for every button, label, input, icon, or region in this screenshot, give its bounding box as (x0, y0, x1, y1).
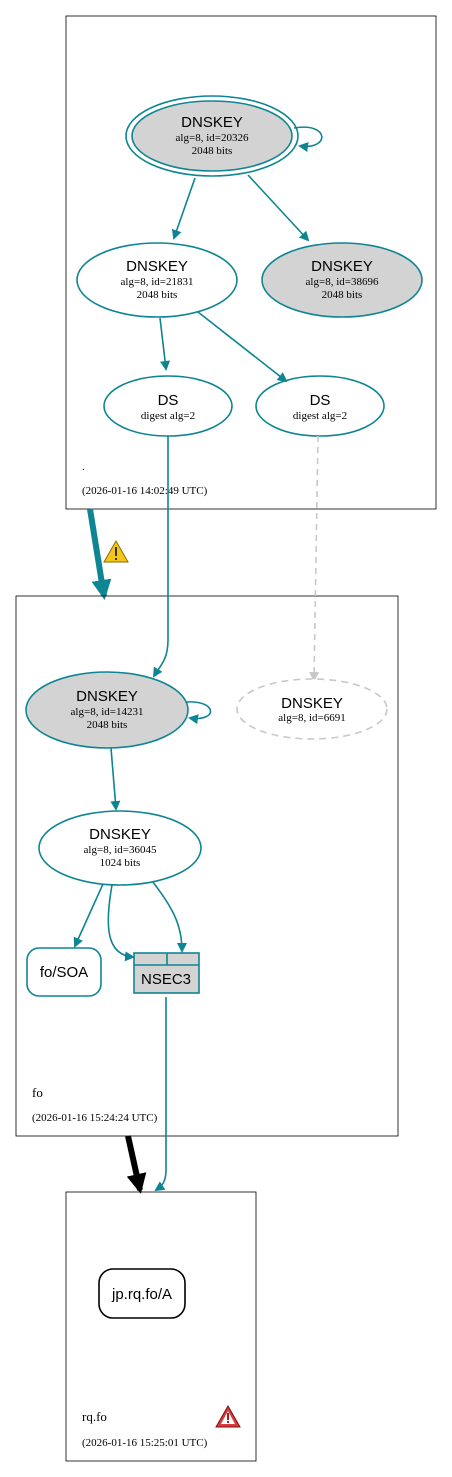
node-title: DS (158, 392, 179, 409)
node-title: DNSKEY (126, 258, 188, 275)
rrset-node-fo-soa[interactable]: fo/SOA (26, 947, 102, 997)
error-triangle-icon[interactable] (215, 1404, 241, 1428)
edge-ds2-to-fo-missing (309, 435, 320, 682)
zone-root-box (65, 15, 437, 510)
node-detail: digest alg=2 (141, 410, 195, 422)
zone-rqfo-name: rq.fo (82, 1409, 107, 1424)
edge-ds1-to-fo-ksk (152, 436, 169, 678)
node-label: fo/SOA (40, 964, 88, 981)
edge-zsk-to-nsec3-left (107, 884, 135, 962)
node-label: NSEC3 (141, 971, 191, 988)
delegation-edge-root-fo (87, 508, 112, 600)
node-title: DNSKEY (89, 826, 151, 843)
node-title: DNSKEY (76, 688, 138, 705)
dnskey-node-38696[interactable]: DNSKEY alg=8, id=38696 2048 bits (261, 242, 423, 318)
zone-root-name: . (82, 459, 85, 473)
zone-rqfo-box (65, 1191, 257, 1462)
zone-fo-timestamp: (2026-01-16 15:24:24 UTC) (32, 1112, 158, 1124)
node-detail: 2048 bits (87, 719, 128, 731)
node-detail: 2048 bits (322, 289, 363, 301)
zone-root: DNSKEY alg=8, id=20326 2048 bits DNSKEY … (65, 15, 437, 510)
edge-ksk-to-zsk1 (171, 177, 196, 240)
ds-node-2[interactable]: DS digest alg=2 (255, 375, 385, 437)
self-sign-edge (293, 126, 323, 153)
dnskey-node-36045[interactable]: DNSKEY alg=8, id=36045 1024 bits (38, 810, 202, 886)
self-sign-edge (185, 701, 212, 725)
node-title: DNSKEY (181, 114, 243, 131)
edge-fo-ksk-to-zsk (110, 747, 121, 811)
node-detail: 2048 bits (137, 289, 178, 301)
node-detail: 2048 bits (192, 145, 233, 157)
warning-triangle-icon[interactable] (103, 539, 129, 563)
node-detail: digest alg=2 (293, 410, 347, 422)
node-detail: alg=8, id=6691 (278, 712, 345, 724)
delegation-edge-fo-rqfo (125, 1135, 147, 1194)
node-title: DS (310, 392, 331, 409)
edge-nsec3-to-rqfo (154, 997, 167, 1192)
ds-node-1[interactable]: DS digest alg=2 (103, 375, 233, 437)
zone-rqfo-timestamp: (2026-01-16 15:25:01 UTC) (82, 1437, 208, 1449)
edge-zsk-to-nsec3-top (152, 881, 187, 953)
node-detail: 1024 bits (100, 857, 141, 869)
zone-fo-name: fo (32, 1085, 43, 1100)
node-title: DNSKEY (281, 695, 343, 712)
zone-fo: DNSKEY alg=8, id=14231 2048 bits DNSKEY … (15, 435, 399, 1137)
dnskey-node-20326[interactable]: DNSKEY alg=8, id=20326 2048 bits (125, 95, 299, 177)
node-detail: alg=8, id=14231 (71, 706, 144, 718)
zone-rqfo: jp.rq.fo/A rq.fo (2026-01-16 15:25:01 UT… (65, 1191, 257, 1462)
zone-fo-box (15, 595, 399, 1137)
dnskey-node-14231[interactable]: DNSKEY alg=8, id=14231 2048 bits (25, 671, 189, 749)
node-detail: alg=8, id=20326 (176, 132, 249, 144)
nsec3-node[interactable]: NSEC3 (133, 952, 200, 994)
edge-zsk1-to-ds1 (159, 317, 171, 371)
rrset-node-jp-rq-fo-a[interactable]: jp.rq.fo/A (98, 1268, 186, 1319)
edge-zsk1-to-ds2 (197, 311, 288, 383)
dnskey-node-6691[interactable]: DNSKEY alg=8, id=6691 (236, 678, 388, 740)
node-detail: alg=8, id=21831 (121, 276, 194, 288)
node-detail: alg=8, id=36045 (84, 844, 157, 856)
node-detail: alg=8, id=38696 (306, 276, 379, 288)
dnskey-node-21831[interactable]: DNSKEY alg=8, id=21831 2048 bits (76, 242, 238, 318)
node-title: DNSKEY (311, 258, 373, 275)
node-label: jp.rq.fo/A (111, 1286, 172, 1303)
edge-ksk-to-zsk2 (247, 174, 310, 242)
edge-zsk-to-soa (73, 883, 104, 948)
zone-root-timestamp: (2026-01-16 14:02:49 UTC) (82, 485, 208, 497)
